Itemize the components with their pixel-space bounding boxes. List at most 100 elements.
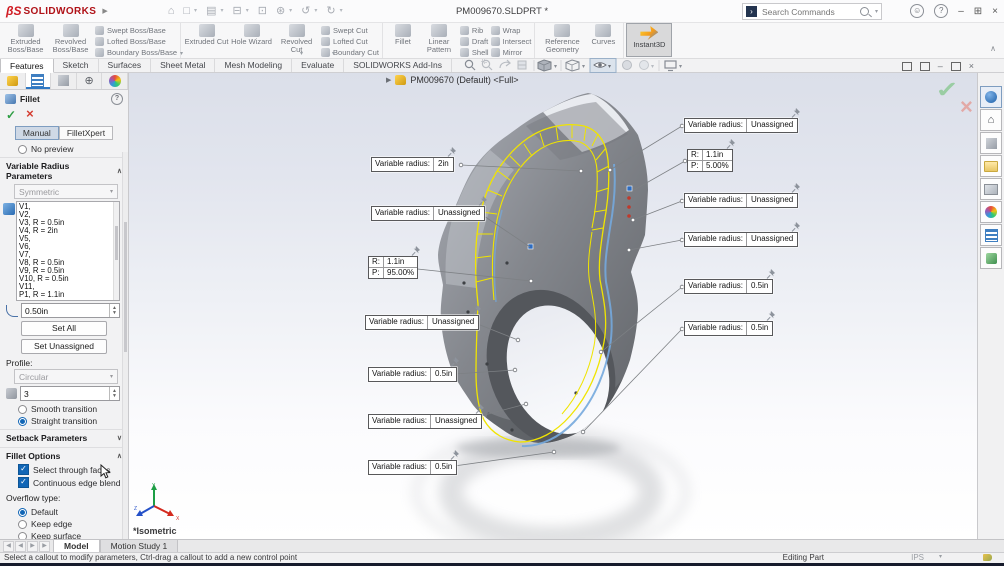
spinner-icon[interactable]: ▲▼	[109, 387, 119, 400]
zoom-fit-icon[interactable]	[464, 59, 476, 71]
display-style-icon[interactable]	[565, 59, 580, 72]
collapse-icon[interactable]: ∧	[116, 168, 122, 175]
callout-variable-radius[interactable]: Variable radius:2in	[371, 146, 457, 172]
list-item[interactable]: V11,	[19, 282, 35, 291]
task-pane-home-button[interactable]: ⌂	[980, 109, 1002, 131]
pushpin-icon[interactable]	[450, 356, 460, 367]
task-pane-forum-button[interactable]	[980, 247, 1002, 269]
manual-tab[interactable]: Manual	[14, 126, 59, 140]
pushpin-icon[interactable]	[472, 304, 482, 315]
ribbon-button-rib[interactable]: Rib	[459, 26, 489, 35]
pushpin-icon[interactable]	[478, 195, 488, 206]
new-document-icon[interactable]: □	[183, 4, 191, 17]
hole-wizard-dropdown-icon[interactable]: ▾	[180, 51, 184, 57]
ribbon-button-intersect[interactable]: Intersect	[490, 37, 531, 46]
ribbon-button-revolved-cut[interactable]: Revolved Cut	[274, 23, 319, 55]
options-gear-icon[interactable]: ⊛	[275, 4, 286, 17]
pushpin-icon[interactable]	[450, 449, 460, 460]
tab-surfaces[interactable]: Surfaces	[99, 58, 152, 72]
set-unassigned-button[interactable]: Set Unassigned	[21, 339, 107, 354]
fillet-dropdown-icon[interactable]: ▾	[300, 51, 304, 57]
user-account-icon[interactable]: ☺	[910, 4, 925, 18]
tab-sheet-metal[interactable]: Sheet Metal	[151, 58, 216, 72]
ribbon-button-lofted-cut[interactable]: Lofted Cut	[321, 37, 379, 46]
ribbon-button-boundary-boss-base[interactable]: Boundary Boss/Base	[95, 48, 177, 57]
overflow-keep-edge-radio[interactable]	[18, 519, 27, 529]
edit-appearance-icon[interactable]	[622, 60, 632, 70]
callout-variable-radius[interactable]: Variable radius:0.5in	[684, 268, 776, 294]
tab-features[interactable]: Features	[0, 58, 54, 73]
list-item[interactable]: V4, R = 2in	[19, 226, 58, 235]
nav-last-icon[interactable]: ▶	[39, 541, 50, 552]
filletxpert-tab[interactable]: FilletXpert	[58, 126, 114, 140]
set-all-button[interactable]: Set All	[21, 321, 107, 336]
callout-variable-radius[interactable]: Variable radius:0.5in	[684, 310, 776, 336]
list-item[interactable]: V1,	[19, 202, 31, 211]
units-label[interactable]: IPS	[911, 553, 924, 562]
list-scrollbar[interactable]	[113, 202, 119, 300]
callout-variable-radius[interactable]: Variable radius:Unassigned	[365, 304, 482, 330]
cancel-button[interactable]: ×	[26, 106, 34, 121]
callout-radius-position[interactable]: R:1.1in P:5.00%	[687, 138, 736, 172]
callout-variable-radius[interactable]: Variable radius:Unassigned	[684, 182, 801, 208]
list-item[interactable]: P1, R = 1.1in	[19, 290, 65, 299]
hide-show-items-icon[interactable]	[593, 62, 607, 68]
section-view-icon[interactable]	[517, 60, 527, 70]
callout-variable-radius[interactable]: Variable radius:Unassigned	[684, 107, 801, 133]
overflow-default-radio[interactable]	[18, 507, 27, 517]
ribbon-button-lofted-boss-base[interactable]: Lofted Boss/Base	[95, 37, 177, 46]
nav-prev-icon[interactable]: ◀	[15, 541, 26, 552]
flyout-feature-tree[interactable]: ▶ PM009670 (Default) <Full>	[386, 75, 518, 85]
setback-parameters-header[interactable]: Setback Parameters ∨	[0, 429, 128, 445]
no-preview-radio[interactable]	[18, 144, 27, 154]
smooth-transition-radio[interactable]	[18, 404, 27, 414]
variable-radius-parameters-header[interactable]: Variable Radius Parameters ∧	[0, 157, 128, 183]
ribbon-button-swept-boss-base[interactable]: Swept Boss/Base	[95, 26, 177, 35]
view-orientation-icon[interactable]	[537, 59, 552, 72]
zoom-area-icon[interactable]	[481, 59, 493, 71]
doc-window-icon-2[interactable]	[919, 61, 930, 71]
callout-variable-radius[interactable]: Variable radius:0.5in	[368, 356, 460, 382]
help-icon[interactable]: ?	[111, 93, 123, 105]
previous-view-icon[interactable]	[499, 59, 511, 69]
pushpin-icon[interactable]	[766, 268, 776, 279]
ribbon-button-boundary-cut[interactable]: Boundary Cut	[321, 48, 379, 57]
fillet-preview-edges[interactable]	[474, 123, 616, 448]
list-item[interactable]: V5,	[19, 234, 31, 243]
ribbon-button-draft[interactable]: Draft	[459, 37, 489, 46]
continuous-edge-blend-checkbox[interactable]: ✓	[18, 477, 29, 488]
ribbon-button-reference-geometry[interactable]: Reference Geometry	[538, 23, 586, 55]
model-tab[interactable]: Model	[53, 539, 100, 553]
pushpin-icon[interactable]	[475, 403, 485, 414]
tab-feature-manager-tree[interactable]	[0, 72, 26, 89]
control-points[interactable]	[527, 185, 633, 250]
minimize-button[interactable]: –	[958, 5, 964, 17]
doc-minimize-icon[interactable]: –	[937, 61, 943, 71]
ribbon-button-swept-cut[interactable]: Swept Cut	[321, 26, 379, 35]
list-item[interactable]: V6,	[19, 242, 31, 251]
search-commands-box[interactable]: › ▾	[742, 3, 882, 20]
list-item[interactable]: V10, R = 0.5in	[19, 274, 69, 283]
radius-field[interactable]: 0.50in ▲▼	[21, 303, 120, 318]
panel-scrollbar[interactable]	[122, 152, 128, 540]
ribbon-button-revolved-boss-base[interactable]: Revolved Boss/Base	[48, 23, 93, 55]
graphics-viewport[interactable]: ▶ PM009670 (Default) <Full> ✓ × Y X Z *I…	[128, 72, 978, 540]
instance-count-field[interactable]: 3 ▲▼	[20, 386, 120, 401]
pushpin-icon[interactable]	[791, 182, 801, 193]
task-pane-custom-properties-button[interactable]	[980, 224, 1002, 246]
select-through-faces-checkbox[interactable]: ✓	[18, 464, 29, 475]
maximize-button[interactable]: ⊞	[973, 5, 983, 17]
collapse-icon[interactable]: ∧	[116, 453, 122, 460]
pattern-dropdown-icon[interactable]: ▾	[332, 51, 336, 57]
confirmation-ok-icon[interactable]: ✓	[935, 77, 960, 102]
list-item[interactable]: V3, R = 0.5in	[19, 218, 65, 227]
tab-mesh-modeling[interactable]: Mesh Modeling	[215, 58, 293, 72]
profile-dropdown[interactable]: Circular ▾	[14, 369, 118, 384]
tab-evaluate[interactable]: Evaluate	[292, 58, 345, 72]
task-pane-resources-button[interactable]	[980, 86, 1002, 108]
callout-variable-radius[interactable]: Variable radius:Unassigned	[684, 221, 801, 247]
units-dropdown-icon[interactable]: ▾	[938, 554, 942, 560]
pushpin-icon[interactable]	[791, 221, 801, 232]
ribbon-button-fillet[interactable]: Fillet	[386, 23, 420, 46]
callout-variable-radius[interactable]: Variable radius:Unassigned	[371, 195, 488, 221]
